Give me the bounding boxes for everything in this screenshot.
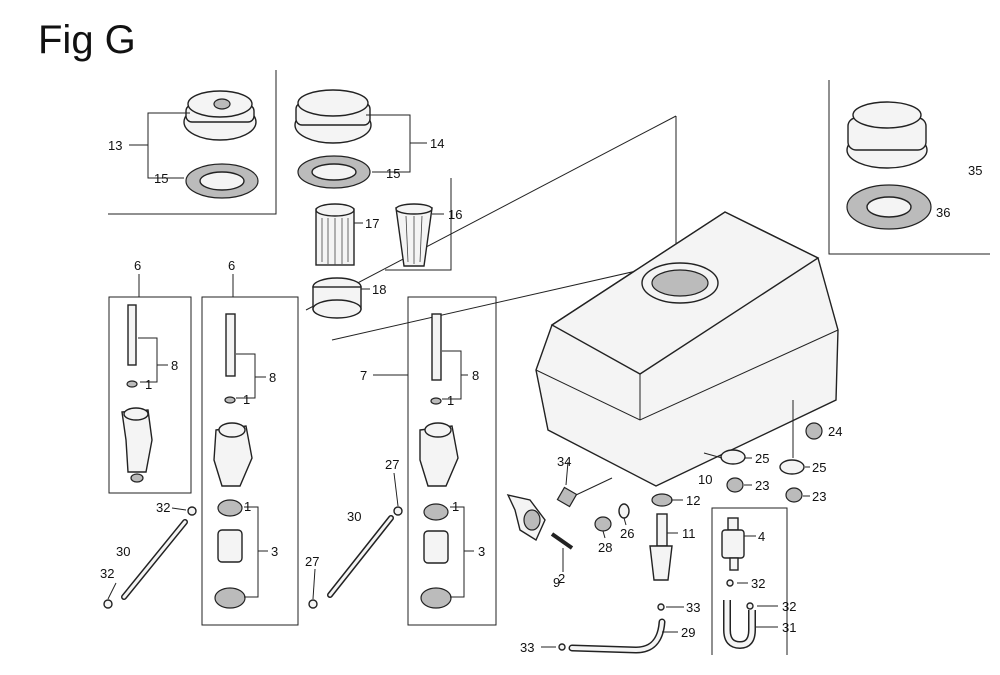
bolt-28 — [594, 516, 612, 532]
callout-1: 1 — [145, 377, 152, 392]
callout-3: 3 — [271, 544, 278, 559]
callout-labels: 13 15 14 15 17 16 18 35 36 6 6 8 1 8 1 7… — [100, 136, 982, 655]
grommets-25 — [720, 449, 805, 475]
callout-25: 25 — [812, 460, 826, 475]
callout-32: 32 — [751, 576, 765, 591]
figure-title: Fig G — [38, 18, 136, 62]
callout-33: 33 — [686, 600, 700, 615]
callout-33: 33 — [520, 640, 534, 655]
leader-lines — [107, 112, 810, 648]
strainer-cup-12 — [651, 493, 673, 507]
callout-11: 11 — [682, 526, 696, 541]
fuel-tank-10 — [535, 211, 839, 487]
callout-2: 2 — [558, 571, 565, 586]
callout-26: 26 — [620, 526, 634, 541]
cock-assembly-6a — [121, 304, 153, 483]
callout-4: 4 — [758, 529, 765, 544]
lever-9 — [506, 494, 546, 542]
cock-assembly-6b — [213, 313, 253, 609]
hose-clips — [103, 506, 754, 651]
strainer-11 — [649, 513, 673, 581]
callout-35: 35 — [968, 163, 982, 178]
callout-30: 30 — [347, 509, 361, 524]
callout-25: 25 — [755, 451, 769, 466]
callout-36: 36 — [936, 205, 950, 220]
callout-27: 27 — [385, 457, 399, 472]
fuel-cap-35 — [846, 101, 928, 169]
callout-24: 24 — [828, 424, 842, 439]
callout-23: 23 — [812, 489, 826, 504]
callout-18: 18 — [372, 282, 386, 297]
callout-29: 29 — [681, 625, 695, 640]
callout-12: 12 — [686, 493, 700, 508]
drain-tube-31 — [723, 600, 756, 650]
callout-16: 16 — [448, 207, 462, 222]
fuel-cap-13 — [183, 90, 257, 141]
callout-1: 1 — [244, 499, 251, 514]
cap-gasket-15a — [185, 163, 259, 199]
callout-15: 15 — [154, 171, 168, 186]
fuel-tube-30a — [121, 519, 188, 600]
callout-8: 8 — [472, 368, 479, 383]
washer-26 — [618, 503, 630, 519]
fuel-tube-30b — [327, 515, 394, 598]
callout-6: 6 — [134, 258, 141, 273]
callout-15: 15 — [386, 166, 400, 181]
cap-gasket-36 — [846, 184, 932, 230]
callout-8: 8 — [171, 358, 178, 373]
callout-27: 27 — [305, 554, 319, 569]
nut-24 — [805, 422, 823, 440]
fuel-line-29 — [568, 618, 666, 654]
callout-1: 1 — [452, 499, 459, 514]
bolt-34 — [556, 486, 578, 508]
callout-1: 1 — [447, 393, 454, 408]
callout-31: 31 — [782, 620, 796, 635]
cap-gasket-15b — [297, 155, 371, 189]
callout-32: 32 — [156, 500, 170, 515]
callout-9: 9 — [553, 575, 560, 590]
filler-cap-14 — [294, 89, 372, 144]
strainer-ring-18 — [312, 277, 362, 319]
callout-23: 23 — [755, 478, 769, 493]
callout-8: 8 — [269, 370, 276, 385]
joint-4 — [721, 517, 745, 571]
callout-17: 17 — [365, 216, 379, 231]
callout-32: 32 — [100, 566, 114, 581]
strainer-16 — [395, 203, 433, 267]
callout-14: 14 — [430, 136, 444, 151]
nuts-23 — [726, 477, 803, 503]
callout-32: 32 — [782, 599, 796, 614]
callout-28: 28 — [598, 540, 612, 555]
callout-30: 30 — [116, 544, 130, 559]
callout-3: 3 — [478, 544, 485, 559]
cock-assembly-7 — [419, 313, 459, 609]
callout-1: 1 — [243, 392, 250, 407]
screw-2 — [550, 532, 574, 550]
strainer-17 — [315, 203, 355, 266]
callout-7: 7 — [360, 368, 367, 383]
callout-6: 6 — [228, 258, 235, 273]
callout-34: 34 — [557, 454, 571, 469]
callout-10: 10 — [698, 472, 712, 487]
group-frames — [108, 70, 990, 655]
callout-13: 13 — [108, 138, 122, 153]
